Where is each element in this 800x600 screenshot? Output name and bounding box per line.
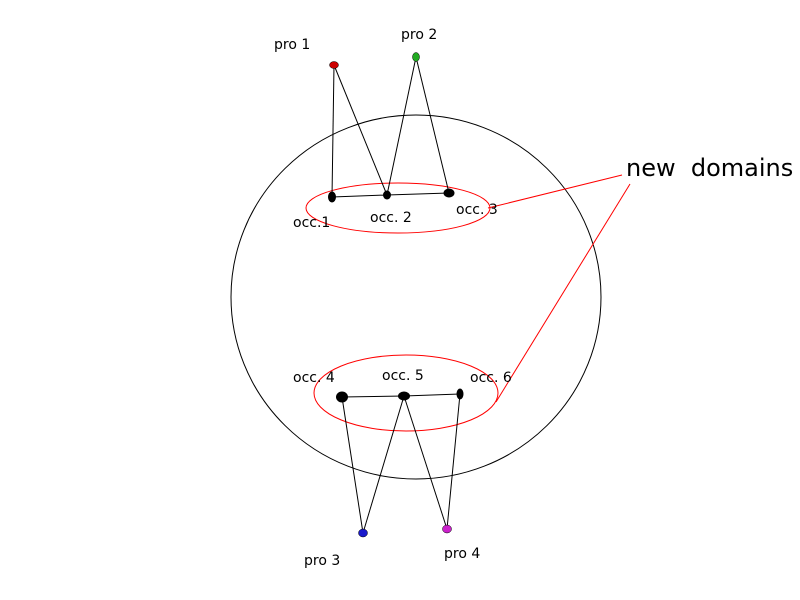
pro1-label: pro 1 <box>274 37 310 53</box>
pro4-label: pro 4 <box>444 546 480 562</box>
edges-group <box>331 56 461 534</box>
edge-pro1-occ1 <box>331 64 335 198</box>
edge-occ5-occ6 <box>403 393 461 397</box>
occ2-label: occ. 2 <box>370 210 412 226</box>
annotation-pointer-top <box>487 174 623 209</box>
edge-pro1-occ2 <box>333 64 388 196</box>
occ5-node <box>398 391 410 401</box>
edge-pro2-occ3 <box>415 56 450 194</box>
occ2-node <box>383 190 391 200</box>
boundary-circle <box>230 114 602 480</box>
occ3-label: occ. 3 <box>456 202 498 218</box>
occ6-node <box>456 388 464 400</box>
edge-occ1-occ2 <box>331 194 388 198</box>
edge-occ2-occ3 <box>386 192 450 196</box>
edge-pro2-occ2 <box>386 56 417 196</box>
domain-ellipse-bottom <box>313 354 499 432</box>
occ1-label: occ.1 <box>293 215 330 231</box>
pro3-label: pro 3 <box>304 553 340 569</box>
pro3-node <box>358 528 368 538</box>
edge-occ6-pro4 <box>446 393 461 530</box>
annotation-label: new domains <box>626 154 793 182</box>
occ1-node <box>328 191 336 203</box>
edge-occ4-pro3 <box>341 396 364 534</box>
pro2-label: pro 2 <box>401 27 437 43</box>
pro1-node <box>329 61 339 69</box>
occ5-label: occ. 5 <box>382 368 424 384</box>
occ3-node <box>443 188 455 198</box>
pro2-node <box>412 52 420 62</box>
edge-occ5-pro4 <box>403 395 448 530</box>
edge-occ5-pro3 <box>362 395 405 534</box>
edge-occ4-occ5 <box>341 395 405 398</box>
occ4-node <box>336 391 348 403</box>
occ4-label: occ. 4 <box>293 370 335 386</box>
occ6-label: occ. 6 <box>470 370 512 386</box>
pro4-node <box>442 524 452 534</box>
annotation-pointer-bottom <box>495 183 631 403</box>
